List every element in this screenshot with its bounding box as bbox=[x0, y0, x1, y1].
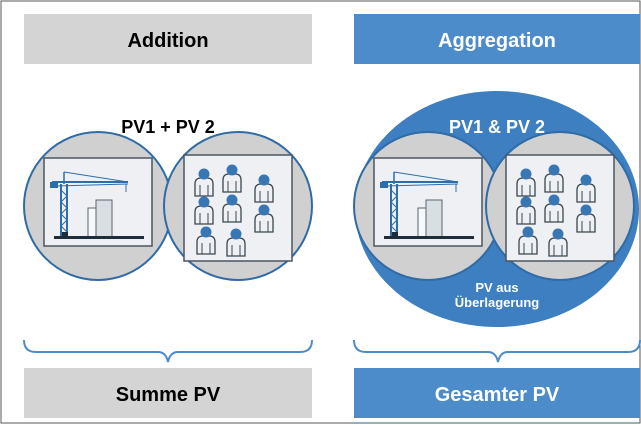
aggregation-header: Aggregation bbox=[438, 30, 556, 52]
people-group-icon-right bbox=[506, 155, 614, 261]
summe-pv-box bbox=[24, 368, 312, 418]
aggregation-header-box bbox=[354, 14, 640, 64]
left-label: PV1 + PV 2 bbox=[121, 117, 215, 137]
overlap-label-line1: PV aus bbox=[475, 280, 518, 295]
right-label: PV1 & PV 2 bbox=[449, 117, 545, 137]
right-brace bbox=[353, 339, 641, 363]
gesamter-pv-box bbox=[354, 368, 640, 418]
left-brace bbox=[23, 339, 313, 363]
gesamter-pv-label: Gesamter PV bbox=[435, 384, 560, 406]
addition-header-box bbox=[24, 14, 312, 64]
addition-header: Addition bbox=[127, 30, 208, 52]
summe-pv-label: Summe PV bbox=[116, 384, 221, 406]
overlap-label-line2: Überlagerung bbox=[455, 295, 540, 310]
construction-site-icon-right bbox=[373, 157, 483, 247]
people-group-icon-left bbox=[184, 155, 292, 261]
construction-site-icon-left bbox=[43, 157, 153, 247]
